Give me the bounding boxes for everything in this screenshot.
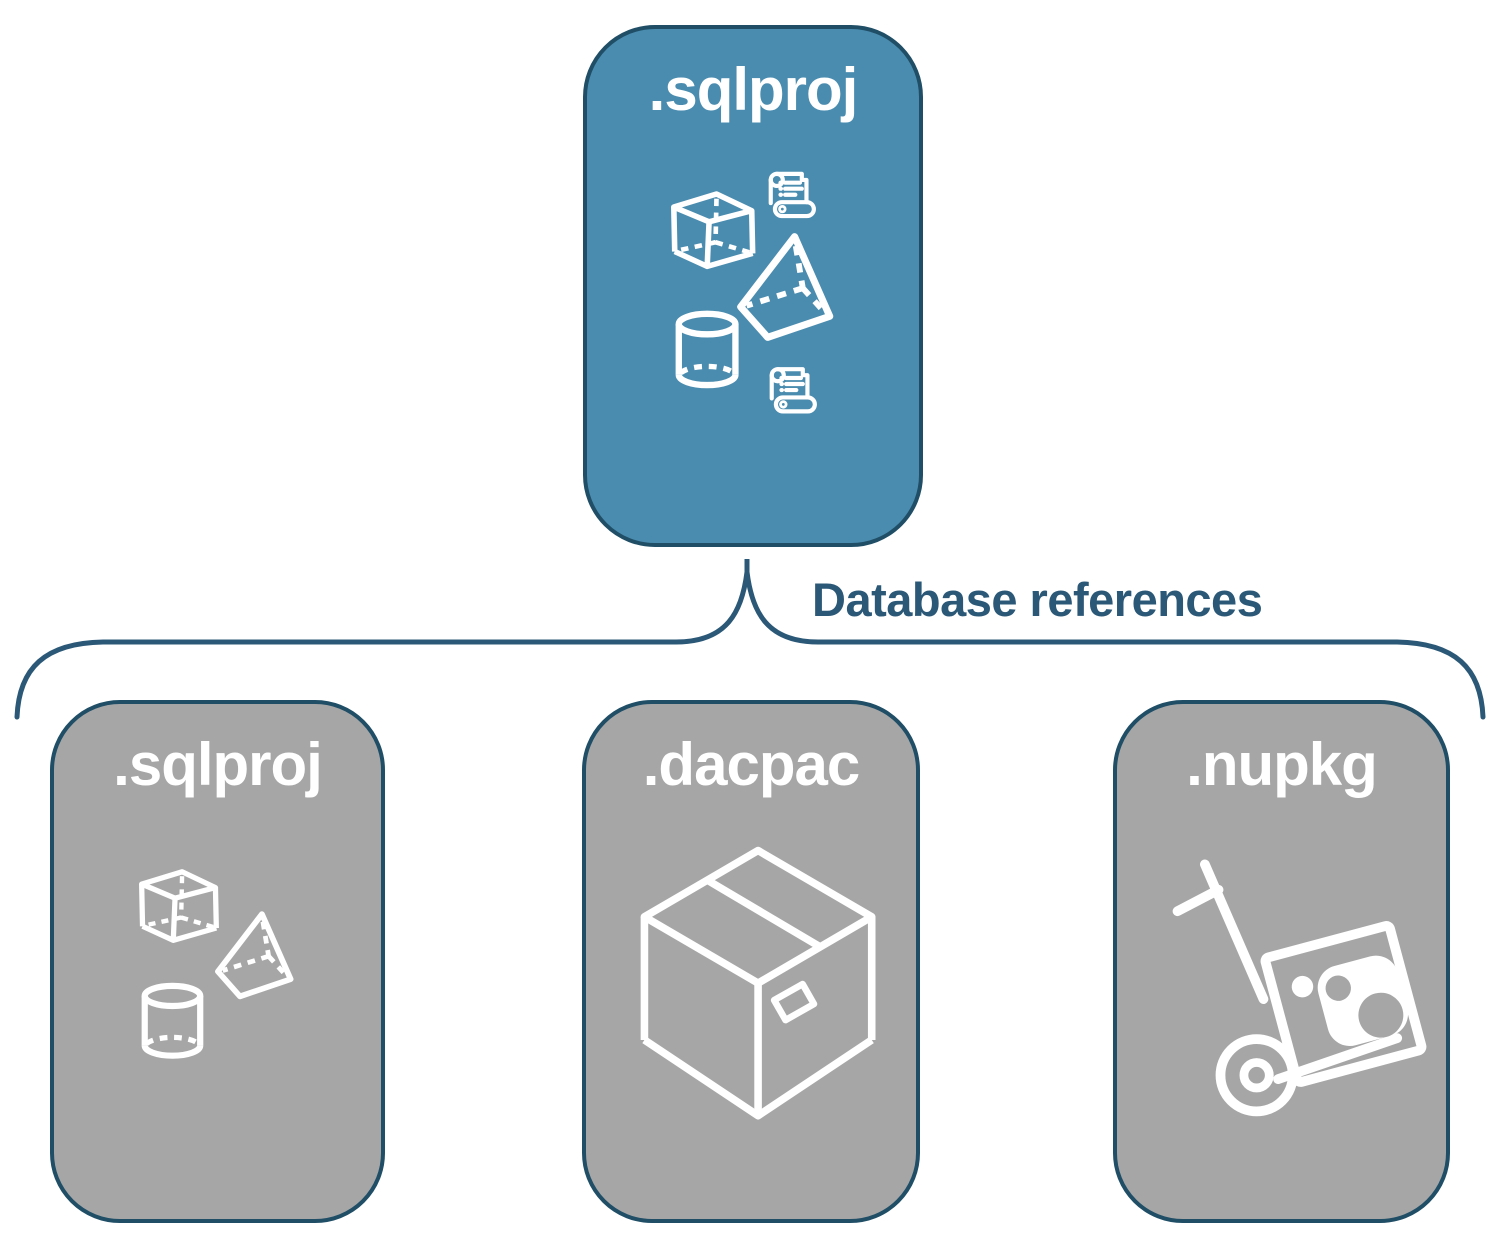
handtruck-wheel-hub bbox=[1239, 1058, 1274, 1093]
cube-icon bbox=[674, 194, 753, 266]
node-child-dacpac: .dacpac bbox=[582, 700, 920, 1223]
child-sqlproj-title: .sqlproj bbox=[113, 731, 323, 798]
handtruck-wheel-outer bbox=[1215, 1034, 1298, 1117]
package-outline bbox=[1260, 921, 1427, 1087]
nuget-dot bbox=[1291, 975, 1314, 998]
cylinder-icon bbox=[145, 986, 200, 1056]
nuget-hole-small bbox=[1325, 975, 1351, 1001]
node-child-sqlproj: .sqlproj bbox=[50, 700, 385, 1223]
child-dacpac-title: .dacpac bbox=[642, 731, 860, 798]
nuget-rounded-square bbox=[1317, 955, 1409, 1046]
handtruck-baseplate bbox=[1273, 1033, 1403, 1085]
cylinder-icon bbox=[679, 314, 736, 385]
connector-label: Database references bbox=[812, 573, 1263, 626]
pyramid-icon bbox=[218, 914, 291, 996]
cube-icon bbox=[142, 872, 217, 941]
node-child-nupkg: .nupkg bbox=[1113, 700, 1450, 1223]
pyramid-icon bbox=[741, 237, 830, 338]
scroll-icon bbox=[771, 174, 814, 216]
node-root-sqlproj: .sqlproj bbox=[583, 25, 923, 547]
package-box-icon bbox=[644, 851, 871, 1116]
nuget-hole-large bbox=[1358, 992, 1404, 1038]
brace-path bbox=[14, 559, 1486, 720]
nuget-package bbox=[1260, 921, 1427, 1087]
child-nupkg-title: .nupkg bbox=[1186, 731, 1378, 798]
root-title: .sqlproj bbox=[648, 56, 859, 123]
handtruck-grip bbox=[1172, 884, 1224, 917]
handtruck-handle bbox=[1199, 859, 1269, 1004]
scroll-icon bbox=[772, 369, 815, 411]
